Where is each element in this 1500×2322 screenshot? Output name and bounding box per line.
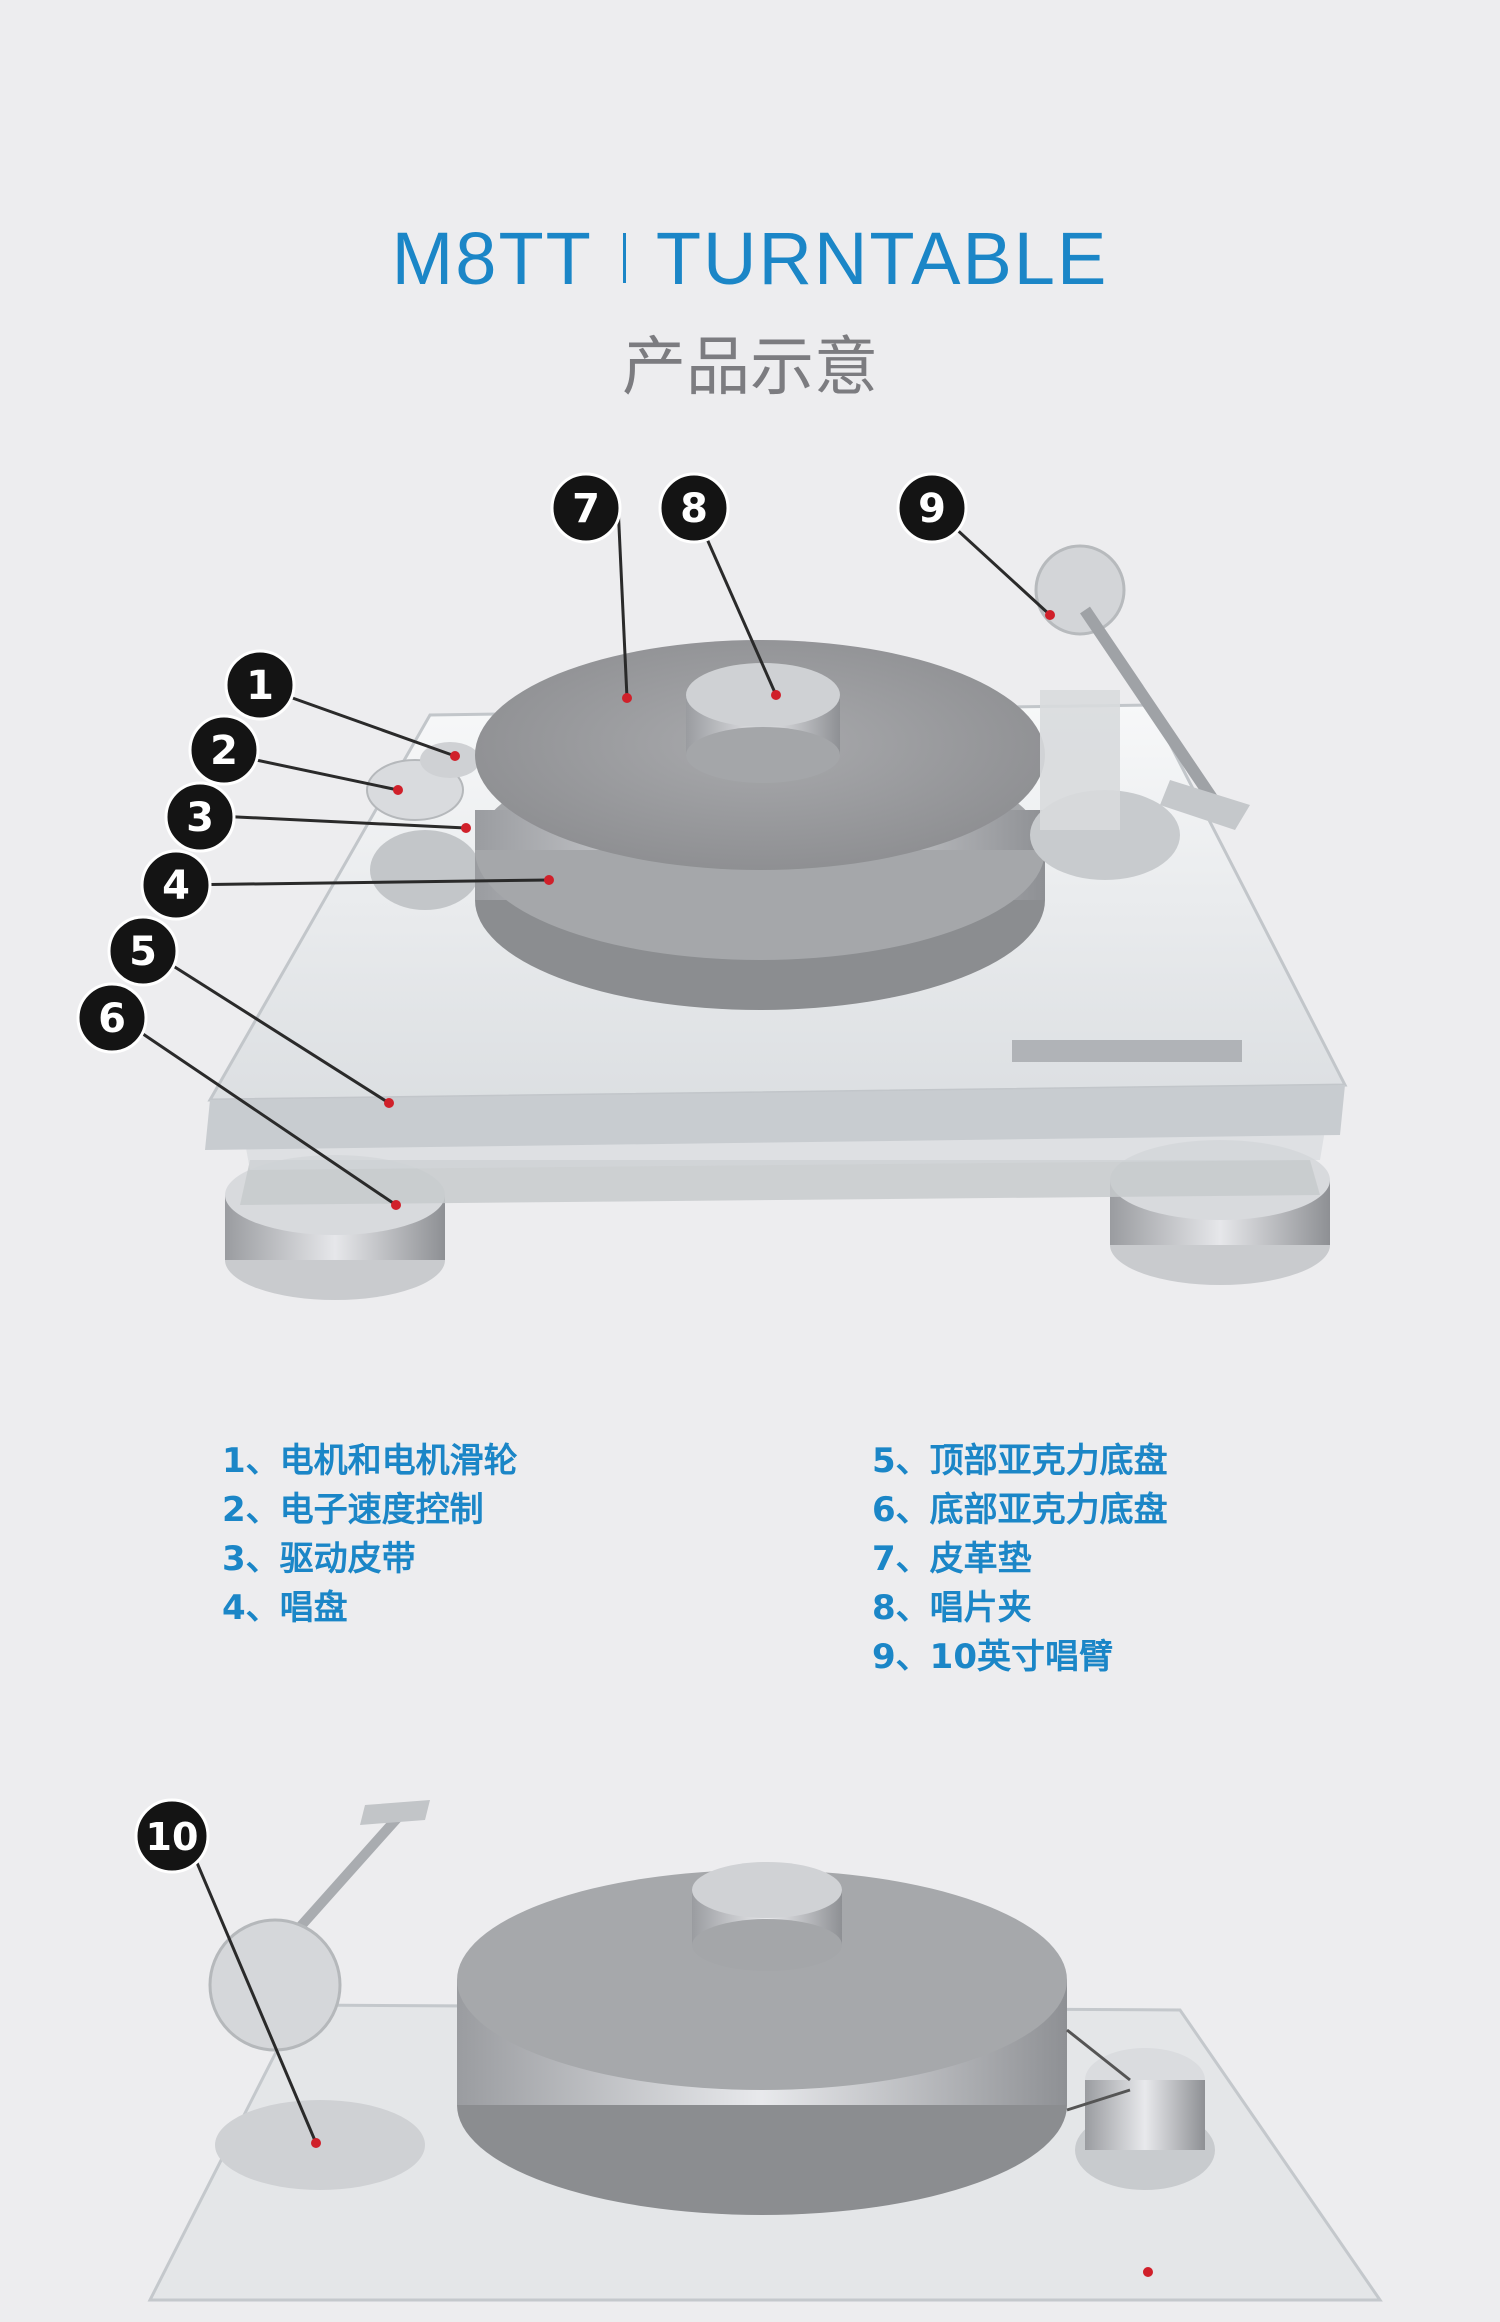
- svg-text:10: 10: [146, 1815, 199, 1859]
- callout-7: 7: [550, 472, 622, 544]
- callout-4: 4: [140, 849, 212, 921]
- legend-item-4: 4、唱盘: [222, 1588, 348, 1628]
- callout-1: 1: [224, 649, 296, 721]
- record-clamp: [686, 663, 840, 783]
- legend-right: 5、顶部亚克力底盘 6、底部亚克力底盘 7、皮革垫 8、唱片夹 9、10英寸唱臂: [872, 1437, 1168, 1682]
- svg-text:5: 5: [129, 929, 157, 975]
- callout-5: 5: [107, 915, 179, 987]
- record-clamp-bottom: [692, 1862, 842, 1971]
- svg-text:7: 7: [572, 486, 600, 532]
- motor-bottom: [1075, 2048, 1215, 2190]
- title-product: TURNTABLE: [655, 217, 1109, 300]
- marker-10: [311, 2138, 321, 2148]
- svg-text:6: 6: [98, 996, 126, 1042]
- legend-item-5: 5、顶部亚克力底盘: [872, 1441, 1168, 1481]
- title-divider: [622, 233, 626, 284]
- legend-item-8: 8、唱片夹: [872, 1588, 1032, 1628]
- svg-text:3: 3: [186, 795, 214, 841]
- page-subtitle: 产品示意: [622, 331, 878, 405]
- leader-lines: [111, 503, 1052, 1207]
- motor-pod: [366, 742, 480, 910]
- callout-3: 3: [164, 781, 236, 853]
- tonearm: [1030, 544, 1250, 880]
- platter: [475, 640, 1045, 1010]
- tonearm-bottom: [208, 1800, 430, 2190]
- turntable-diagram-top: 7 8 9 1 2 3 4 5 6: [76, 472, 1348, 1300]
- turntable-diagram-bottom: 10: [134, 1798, 1383, 2302]
- svg-text:9: 9: [918, 486, 946, 532]
- callout-2: 2: [188, 714, 260, 786]
- svg-text:1: 1: [246, 663, 274, 709]
- callout-8: 8: [658, 472, 730, 544]
- legend-left: 1、电机和电机滑轮 2、电子速度控制 3、驱动皮带 4、唱盘: [222, 1437, 518, 1633]
- platter-bottom: [457, 1870, 1067, 2215]
- title-model: M8TT: [391, 217, 593, 300]
- callout-6: 6: [76, 982, 148, 1054]
- svg-text:8: 8: [680, 486, 708, 532]
- legend-item-2: 2、电子速度控制: [222, 1490, 484, 1530]
- callout-9: 9: [896, 472, 968, 544]
- legend-item-1: 1、电机和电机滑轮: [222, 1441, 518, 1481]
- marker-extra: [1143, 2267, 1153, 2277]
- legend-item-6: 6、底部亚克力底盘: [872, 1490, 1168, 1530]
- legend-item-3: 3、驱动皮带: [222, 1539, 416, 1579]
- marker-dots: [384, 610, 1055, 1210]
- legend-item-7: 7、皮革垫: [872, 1539, 1032, 1579]
- legend-item-9: 9、10英寸唱臂: [872, 1637, 1113, 1677]
- svg-text:2: 2: [210, 728, 238, 774]
- leader-line-10: [176, 1817, 318, 2144]
- bottom-acrylic-chassis: [240, 1160, 1320, 1205]
- callout-10: 10: [134, 1798, 210, 1874]
- svg-text:4: 4: [162, 863, 190, 909]
- brand-plate: [1012, 1040, 1242, 1062]
